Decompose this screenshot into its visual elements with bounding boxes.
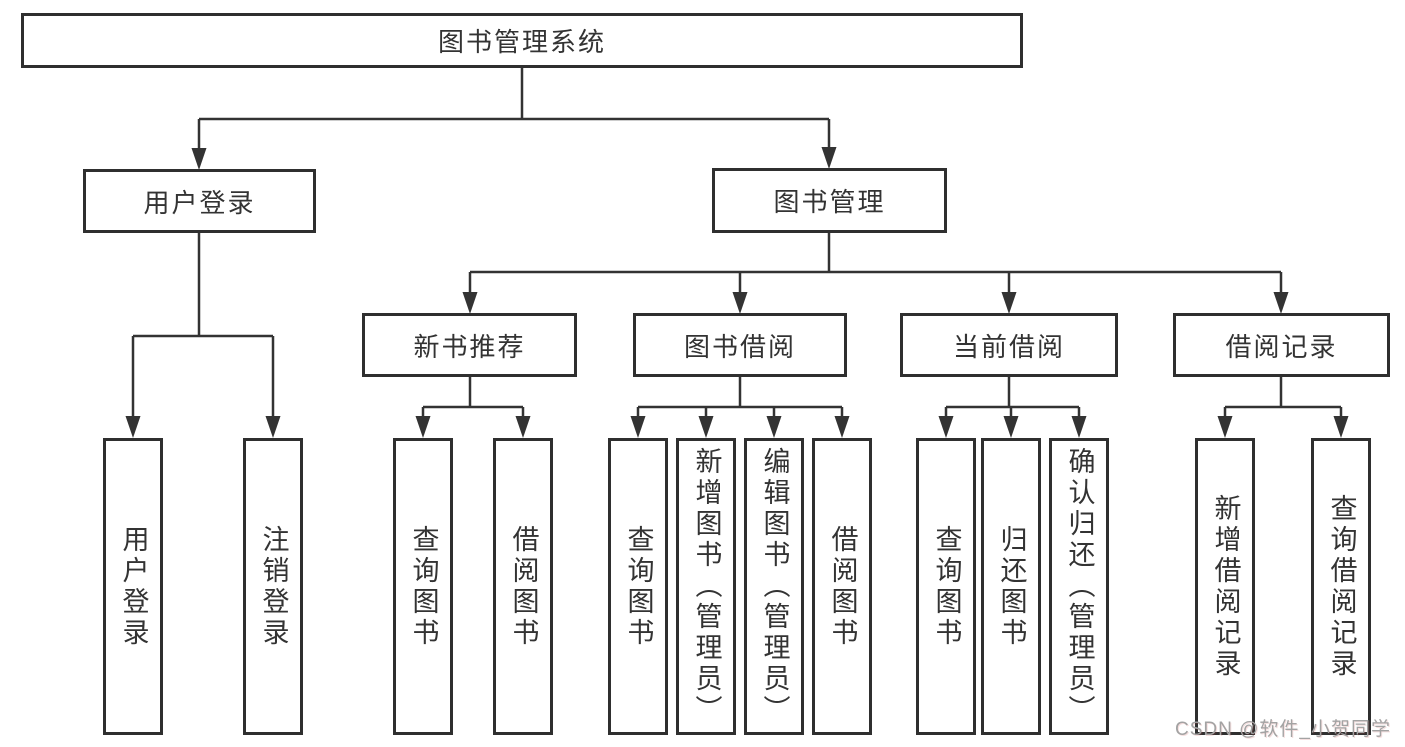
node-current-borrowing: 当前借阅 (900, 313, 1118, 377)
node-library-system-label: 图书管理系统 (437, 27, 606, 57)
leaf-add-borrow-record: 新增借阅记录 (1195, 438, 1255, 735)
leaf-query-borrow-record: 查询借阅记录 (1311, 438, 1371, 735)
node-book-borrowing: 图书借阅 (633, 313, 847, 377)
leaf-return-book: 归还图书 (981, 438, 1041, 735)
leaf-confirm-return-admin: 确认归还（管理员） (1049, 438, 1109, 735)
leaf-return-book-label: 归还图书 (996, 524, 1027, 649)
leaf-query-books-recommend: 查询图书 (393, 438, 453, 735)
node-user-login-label: 用户登录 (143, 187, 256, 218)
leaf-user-login: 用户登录 (103, 438, 163, 735)
leaf-user-login-label: 用户登录 (118, 524, 149, 649)
csdn-watermark: CSDN @软件_小贺同学 (1175, 719, 1391, 740)
leaf-borrow-books-recommend: 借阅图书 (493, 438, 553, 735)
leaf-edit-book-admin: 编辑图书（管理员） (744, 438, 804, 735)
node-new-book-recommendation-label: 新书推荐 (413, 331, 526, 362)
leaf-query-books-current: 查询图书 (916, 438, 976, 735)
leaf-borrow-books: 借阅图书 (812, 438, 872, 735)
node-borrowing-records: 借阅记录 (1173, 313, 1390, 377)
node-current-borrowing-label: 当前借阅 (952, 331, 1065, 362)
leaf-borrow-books-recommend-label: 借阅图书 (508, 524, 539, 649)
leaf-query-books-borrow: 查询图书 (608, 438, 668, 735)
node-book-management: 图书管理 (712, 168, 947, 233)
leaf-add-book-admin-label: 新增图书（管理员） (691, 447, 722, 726)
leaf-logout: 注销登录 (243, 438, 303, 735)
leaf-query-books-recommend-label: 查询图书 (408, 524, 439, 649)
leaf-edit-book-admin-label: 编辑图书（管理员） (759, 447, 790, 726)
node-book-management-label: 图书管理 (773, 187, 886, 217)
leaf-query-borrow-record-label: 查询借阅记录 (1326, 493, 1357, 680)
leaf-add-borrow-record-label: 新增借阅记录 (1210, 493, 1241, 680)
node-book-borrowing-label: 图书借阅 (683, 331, 796, 362)
node-library-system: 图书管理系统 (21, 13, 1023, 68)
leaf-confirm-return-admin-label: 确认归还（管理员） (1064, 447, 1095, 726)
node-user-login: 用户登录 (83, 169, 316, 233)
leaf-logout-label: 注销登录 (258, 524, 289, 649)
node-borrowing-records-label: 借阅记录 (1225, 331, 1338, 362)
leaf-add-book-admin: 新增图书（管理员） (676, 438, 736, 735)
leaf-query-books-borrow-label: 查询图书 (623, 524, 654, 649)
leaf-borrow-books-label: 借阅图书 (827, 524, 858, 649)
node-new-book-recommendation: 新书推荐 (362, 313, 577, 377)
leaf-query-books-current-label: 查询图书 (931, 524, 962, 649)
